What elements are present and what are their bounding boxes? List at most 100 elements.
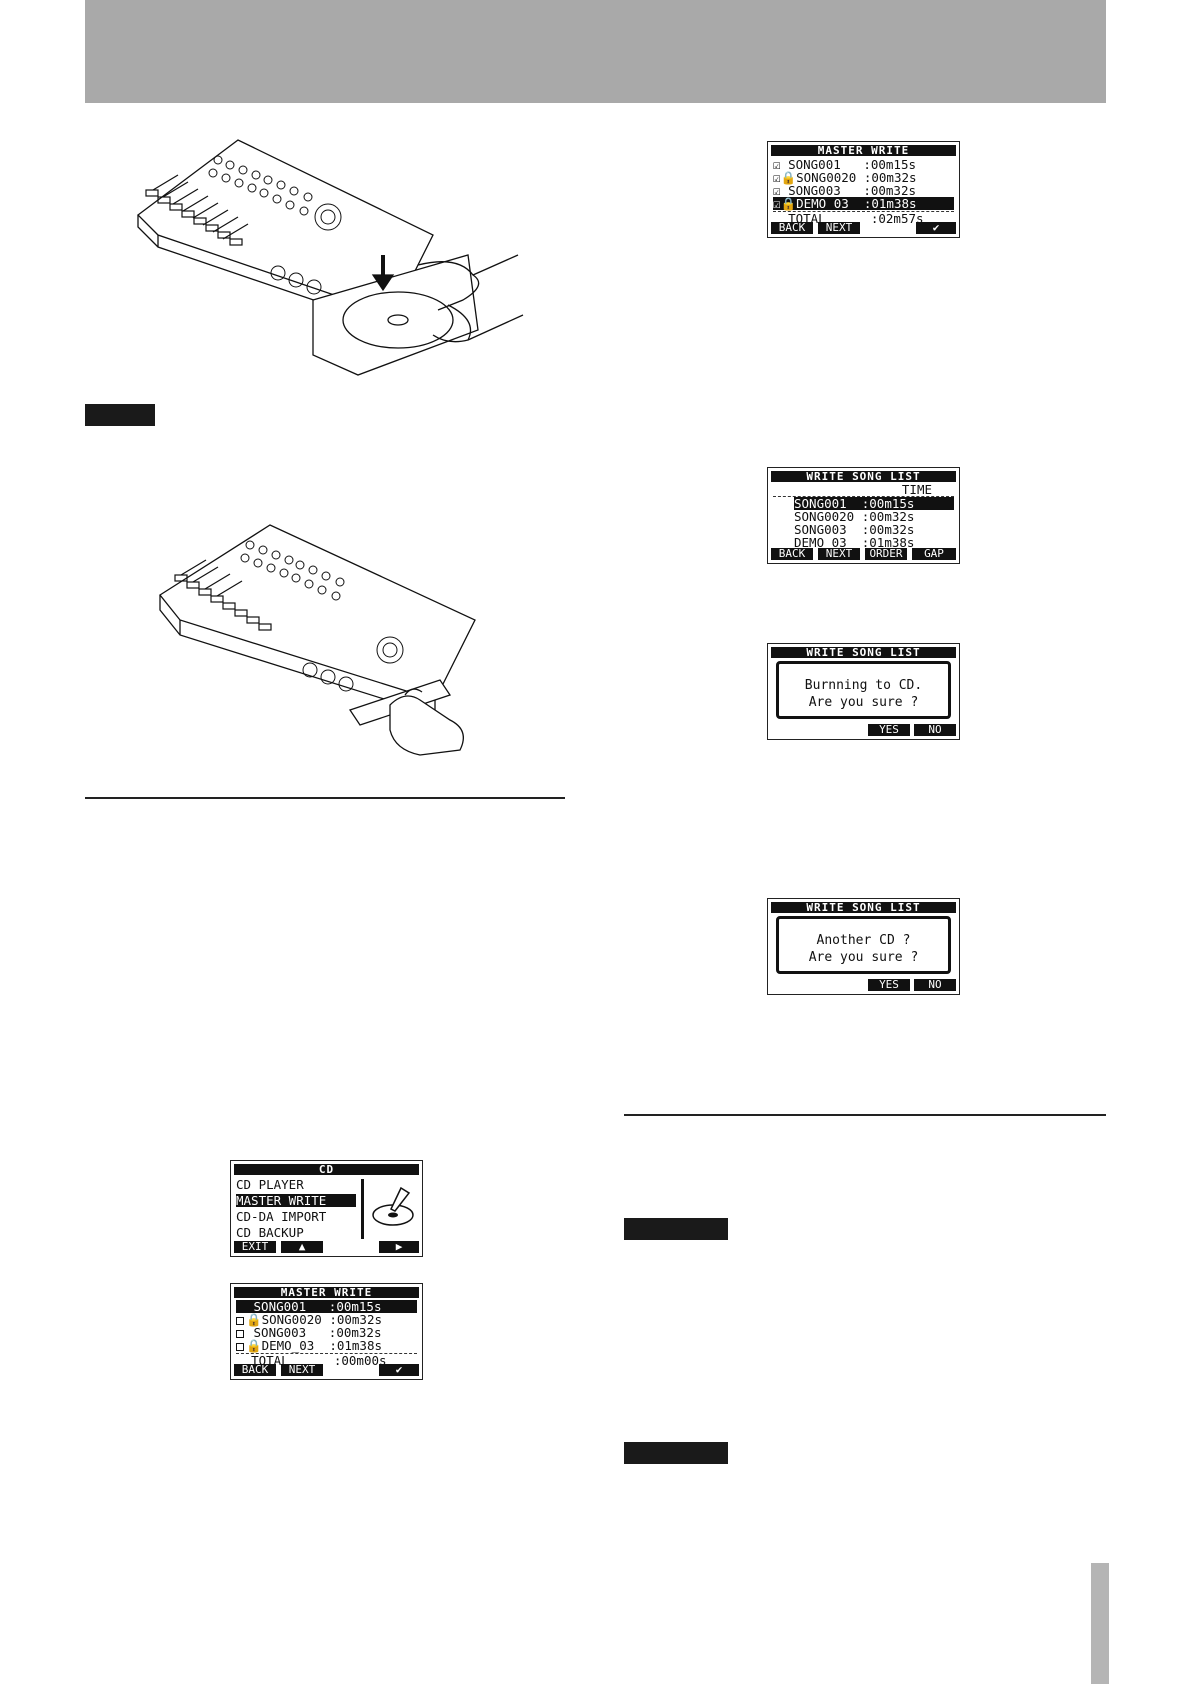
lcd-another-cd: WRITE SONG LIST Another CD ? Are you sur… [767,898,960,995]
song-name: SONG003 [794,522,847,537]
back-button[interactable]: BACK [234,1364,276,1376]
song-time: :00m32s [329,1312,383,1327]
lcd-write-song-list: WRITE SONG LIST TIME SONG001 :00m15s SON… [767,467,960,564]
total-label: TOTAL [251,1353,289,1368]
yes-button[interactable]: YES [868,724,910,736]
caution-tag-2 [624,1442,728,1464]
confirm-button[interactable]: ✔ [379,1364,419,1376]
header-band [85,0,1106,103]
lcd-master-write-checked: MASTER WRITE ☑ SONG001 :00m15s ☑🔒SONG002… [767,141,960,238]
column-header: TIME [901,482,932,497]
dialog-line-1: Another CD ? [816,933,911,948]
caution-tag-1 [624,1218,728,1240]
dialog-line-2: Are you sure ? [808,950,919,965]
song-name: SONG001 [253,1299,307,1314]
checkbox-icon[interactable] [236,1329,244,1338]
song-name: SONG003 [253,1325,307,1340]
divider [773,211,954,212]
song-row[interactable]: SONG0020 :00m32s [794,510,954,523]
lcd-footer: BACK NEXT ORDER GAP [771,548,956,560]
dialog-box: Another CD ? Are you sure ? [776,916,951,974]
song-row[interactable]: ☑ SONG003 :00m32s [773,183,917,198]
song-name: SONG0020 [261,1312,322,1327]
total-row: TOTAL :00m00s [236,1354,417,1367]
cd-write-icon [372,1186,414,1226]
song-row[interactable]: DEMO_03 :01m38s [794,536,954,549]
song-name: DEMO_03 [794,535,847,550]
song-time: :00m32s [861,522,915,537]
total-label: TOTAL [788,211,826,226]
page-thumb-tab [1091,1563,1109,1684]
song-row[interactable]: 🔒SONG0020 :00m32s [236,1313,417,1326]
lcd-title: WRITE SONG LIST [771,902,956,913]
yes-button[interactable]: YES [868,979,910,991]
song-name: SONG0020 [796,170,857,185]
next-button[interactable]: NEXT [818,548,860,560]
device-eject-illustration [159,524,476,756]
total-row: TOTAL :02m57s [773,212,954,225]
song-row[interactable]: SONG003 :00m32s [794,523,954,536]
lcd-cd-menu: CD CD PLAYER MASTER WRITE CD-DA IMPORT C… [230,1160,423,1257]
menu-item-cd-da-import[interactable]: CD-DA IMPORT [236,1209,327,1224]
enter-button[interactable]: ▶ [379,1241,419,1253]
no-button[interactable]: NO [914,724,956,736]
song-name: SONG003 [788,183,841,198]
song-name: SONG001 [794,496,847,511]
back-button[interactable]: BACK [771,548,813,560]
song-name: SONG0020 [794,509,855,524]
divider [236,1353,417,1354]
note-tag [85,404,155,426]
next-button[interactable]: NEXT [281,1364,323,1376]
dialog-box: Burnning to CD. Are you sure ? [776,661,951,719]
lcd-title: MASTER WRITE [771,145,956,156]
dialog-line-1: Burnning to CD. [804,678,923,693]
section-rule-left [85,797,565,799]
lcd-confirm-burn: WRITE SONG LIST Burnning to CD. Are you … [767,643,960,740]
song-row[interactable]: SONG001 :00m15s [236,1300,417,1313]
song-time: :00m32s [863,183,917,198]
divider [773,496,954,497]
song-name: DEMO_03 [261,1338,315,1353]
checkbox-icon[interactable] [236,1303,244,1312]
song-row[interactable]: SONG001 :00m15s [794,497,954,510]
dialog-line-2: Are you sure ? [808,695,919,710]
confirm-button[interactable]: ✔ [916,222,956,234]
song-row[interactable]: SONG003 :00m32s [236,1326,417,1339]
checkbox-icon[interactable] [236,1316,244,1325]
menu-item-master-write[interactable]: MASTER WRITE [236,1194,356,1207]
song-row[interactable]: ☑ SONG001 :00m15s [773,157,917,172]
lcd-title: WRITE SONG LIST [771,647,956,658]
checkbox-icon[interactable] [236,1342,244,1351]
song-time: :01m38s [329,1338,383,1353]
song-name: DEMO_03 [796,196,849,211]
song-row[interactable]: ☑🔒SONG0020 :00m32s [773,170,917,185]
song-time: :01m38s [861,535,915,550]
exit-button[interactable]: EXIT [234,1241,276,1253]
gap-button[interactable]: GAP [912,548,956,560]
lcd-footer: EXIT ▲ ▶ [234,1241,419,1253]
menu-item-cd-backup[interactable]: CD BACKUP [236,1225,304,1240]
song-time: :01m38s [863,196,917,211]
song-time: :00m32s [863,170,917,185]
scrollbar[interactable] [361,1179,364,1239]
song-row[interactable]: 🔒DEMO_03 :01m38s [236,1339,417,1352]
song-time: :00m32s [861,509,915,524]
song-row[interactable]: ☑🔒DEMO_03 :01m38s [773,197,954,210]
device-insert-cd-illustration [137,139,524,376]
lcd-footer: YES NO [771,724,956,736]
lcd-title: MASTER WRITE [234,1287,419,1298]
lcd-footer: YES NO [771,979,956,991]
lcd-footer: BACK NEXT ✔ [771,222,956,234]
lcd-title: WRITE SONG LIST [771,471,956,482]
back-button[interactable]: BACK [771,222,813,234]
song-time: :00m15s [863,157,917,172]
total-value: :00m00s [333,1353,387,1368]
song-time: :00m32s [328,1325,382,1340]
no-button[interactable]: NO [914,979,956,991]
total-value: :02m57s [870,211,924,226]
song-time: :00m15s [328,1299,382,1314]
eject-button[interactable]: ▲ [281,1241,323,1253]
order-button[interactable]: ORDER [865,548,907,560]
menu-item-cd-player[interactable]: CD PLAYER [236,1177,304,1192]
next-button[interactable]: NEXT [818,222,860,234]
